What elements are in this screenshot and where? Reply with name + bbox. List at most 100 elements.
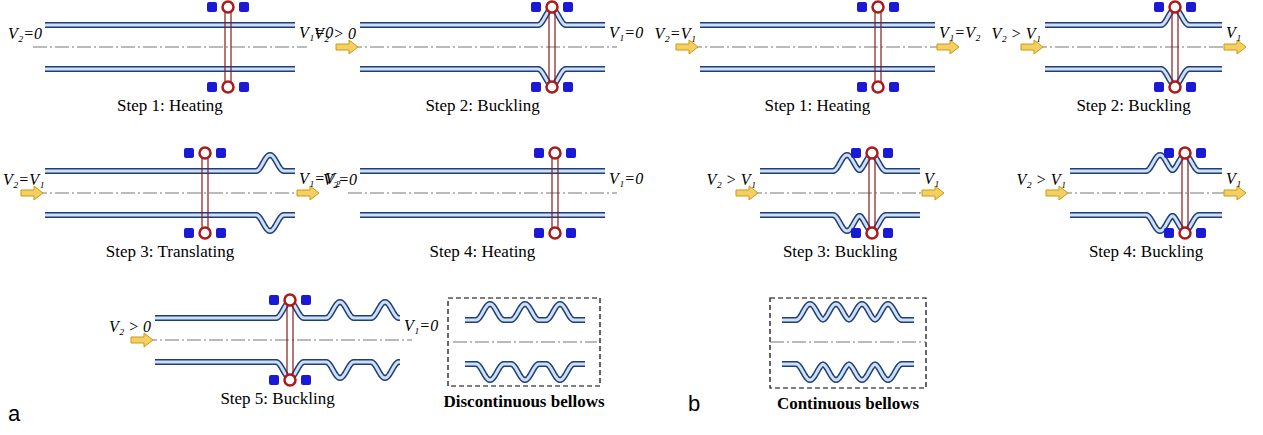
heating-coil-ring bbox=[1170, 2, 1181, 13]
velocity-arrow bbox=[1046, 186, 1068, 200]
center-line bbox=[348, 193, 617, 194]
dashed-frame bbox=[770, 298, 926, 388]
cooling-block bbox=[239, 2, 249, 12]
heating-coil bbox=[224, 11, 225, 83]
velocity-arrow bbox=[736, 186, 758, 200]
heating-coil-ring bbox=[547, 2, 558, 13]
velocity-arrow bbox=[336, 40, 358, 54]
heating-coil bbox=[207, 157, 208, 229]
heating-coil bbox=[230, 11, 231, 83]
cooling-block bbox=[889, 2, 899, 12]
cooling-block bbox=[269, 295, 279, 305]
tube-wall bbox=[360, 212, 605, 218]
tube-wall-inner bbox=[45, 155, 295, 171]
tube-wall-inner bbox=[782, 304, 914, 320]
step-caption: Step 4: Buckling bbox=[1089, 243, 1203, 262]
step-caption: Step 3: Buckling bbox=[783, 243, 897, 262]
cooling-block bbox=[301, 295, 311, 305]
center-line bbox=[770, 342, 926, 343]
heating-coil bbox=[1177, 11, 1178, 83]
cooling-block bbox=[851, 228, 861, 238]
tube-wall-inner bbox=[360, 214, 605, 217]
heating-coil-ring bbox=[223, 2, 234, 13]
heating-coil bbox=[201, 157, 202, 229]
tube-wall-inner bbox=[465, 304, 585, 320]
cooling-block bbox=[1164, 228, 1174, 238]
tube-wall-inner bbox=[760, 215, 920, 231]
heating-coil-ring bbox=[867, 228, 878, 239]
dashed-frame bbox=[448, 298, 600, 386]
velocity-label: V₁=V₂ bbox=[939, 24, 980, 42]
center-line bbox=[33, 193, 307, 194]
heating-coil bbox=[554, 11, 555, 83]
velocity-arrow bbox=[676, 40, 698, 54]
heating-coil bbox=[548, 11, 549, 83]
cooling-block bbox=[857, 2, 867, 12]
heating-coil-ring bbox=[547, 82, 558, 93]
tube-wall bbox=[45, 66, 295, 72]
velocity-label: V₁=0 bbox=[609, 170, 643, 188]
heating-coil bbox=[557, 157, 558, 229]
heating-coil bbox=[1171, 11, 1172, 83]
tube-wall-inner bbox=[45, 68, 295, 71]
cooling-block bbox=[1186, 82, 1196, 92]
cooling-block bbox=[269, 375, 279, 385]
cooling-block bbox=[1196, 148, 1206, 158]
cooling-block bbox=[239, 82, 249, 92]
tube-wall bbox=[1045, 9, 1222, 25]
cooling-block bbox=[566, 228, 576, 238]
velocity-arrow bbox=[922, 186, 944, 200]
cooling-block bbox=[301, 375, 311, 385]
step-caption: Step 1: Heating bbox=[765, 97, 871, 116]
heating-coil-ring bbox=[1170, 82, 1181, 93]
tube-wall bbox=[760, 155, 920, 171]
heating-coil bbox=[868, 157, 869, 229]
tube-wall-inner bbox=[465, 364, 585, 380]
cooling-block bbox=[184, 148, 194, 158]
velocity-label: V₂=V₁ bbox=[655, 25, 696, 43]
velocity-label: V₁=0 bbox=[609, 24, 643, 42]
cooling-block bbox=[531, 2, 541, 12]
velocity-label: V₂ > 0 bbox=[109, 318, 151, 336]
heating-coil-ring bbox=[867, 148, 878, 159]
velocity-arrow bbox=[1021, 40, 1043, 54]
tube-wall bbox=[45, 155, 295, 171]
cooling-block bbox=[1154, 2, 1164, 12]
center-line bbox=[348, 47, 617, 48]
center-line bbox=[1058, 193, 1234, 194]
center-line bbox=[143, 340, 412, 341]
cooling-block bbox=[563, 82, 573, 92]
tube-wall-inner bbox=[360, 170, 605, 173]
tube-wall-inner bbox=[45, 24, 295, 27]
heating-coil-ring bbox=[550, 228, 561, 239]
center-line bbox=[1033, 47, 1234, 48]
heating-coil bbox=[880, 11, 881, 83]
tube-wall-inner bbox=[1045, 69, 1222, 85]
center-line bbox=[453, 342, 597, 343]
tube-wall bbox=[465, 364, 585, 380]
tube-wall-inner bbox=[45, 215, 295, 231]
tube-wall-inner bbox=[760, 155, 920, 171]
velocity-label: V₂=0 bbox=[323, 171, 357, 189]
center-line bbox=[748, 193, 932, 194]
step-caption: Step 3: Translating bbox=[106, 243, 234, 262]
cooling-block bbox=[207, 82, 217, 92]
step-caption: Step 4: Heating bbox=[430, 243, 536, 262]
heating-coil-ring bbox=[1180, 228, 1191, 239]
cooling-block bbox=[566, 148, 576, 158]
velocity-arrow bbox=[21, 186, 43, 200]
center-line bbox=[688, 47, 947, 48]
tube-wall-inner bbox=[782, 364, 914, 380]
heating-coil bbox=[1181, 157, 1182, 229]
cooling-block bbox=[216, 228, 226, 238]
tube-wall bbox=[700, 66, 935, 72]
step-caption: Step 1: Heating bbox=[117, 97, 223, 116]
heating-coil bbox=[292, 304, 293, 376]
velocity-arrow bbox=[1224, 186, 1246, 200]
cooling-block bbox=[1196, 228, 1206, 238]
tube-wall bbox=[700, 22, 935, 28]
velocity-label: V₂ > V₁ bbox=[1017, 171, 1066, 189]
heating-coil-ring bbox=[285, 375, 296, 386]
tube-wall bbox=[760, 215, 920, 231]
